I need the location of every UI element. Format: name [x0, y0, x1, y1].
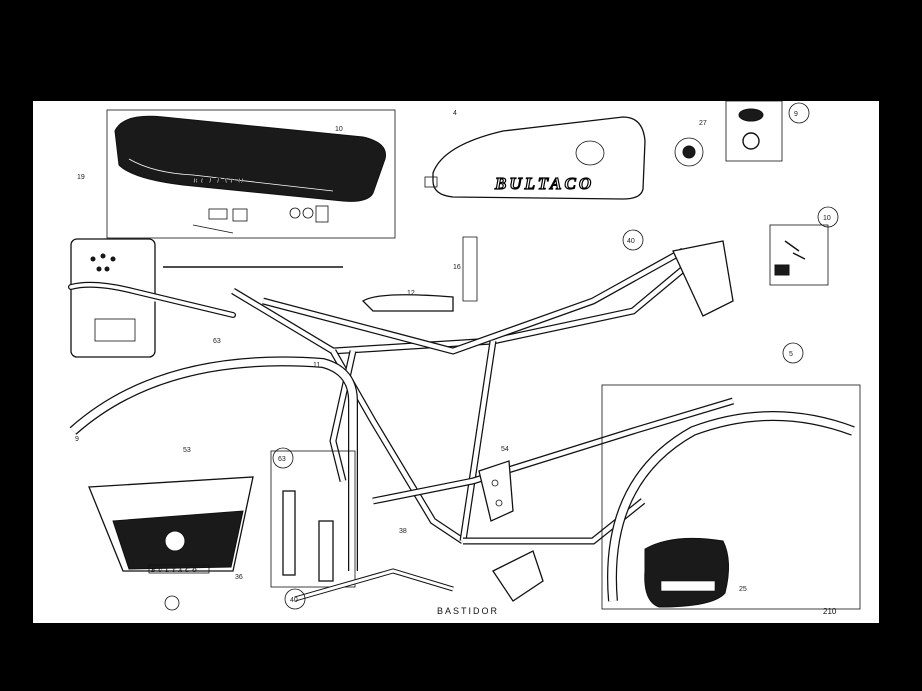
svg-text:27: 27: [699, 120, 707, 127]
svg-text:11: 11: [313, 362, 320, 369]
key-box: [769, 224, 829, 286]
engine-plate: [478, 460, 514, 522]
svg-text:19: 19: [77, 174, 85, 181]
page-number: 210: [823, 607, 837, 616]
svg-text:9: 9: [75, 436, 79, 443]
seat-hardware: [192, 205, 329, 234]
tool-group-box: [270, 450, 356, 588]
svg-text:36: 36: [235, 574, 243, 581]
fuel-tap: [462, 236, 478, 302]
svg-text:63: 63: [213, 338, 221, 345]
diagram-caption: BASTIDOR: [437, 606, 499, 616]
tank-cap-recess: [575, 140, 605, 166]
side-panel-brand-text: BULTACO: [150, 568, 200, 574]
cap-detail-box: [725, 101, 783, 162]
svg-text:25: 25: [739, 586, 747, 593]
frame-parts-drawing: BULTACO BULTACO: [68, 101, 861, 616]
exploded-parts-diagram: BULTACO BULTACO: [33, 101, 879, 623]
svg-text:4: 4: [453, 110, 457, 117]
svg-text:9: 9: [794, 111, 798, 118]
callouts: 9 10 40 5 63 40: [164, 102, 839, 611]
fuel-cap: [674, 137, 704, 167]
front-fender-box: [601, 384, 861, 610]
main-frame: [231, 247, 735, 545]
svg-text:12: 12: [407, 290, 415, 297]
tool-bag: [644, 537, 729, 608]
svg-text:53: 53: [183, 447, 191, 454]
seat-brand-text: BULTACO: [192, 177, 246, 185]
seat: [114, 115, 387, 202]
steering-head: [672, 240, 734, 317]
svg-text:10: 10: [823, 215, 831, 222]
tank-brand-text: BULTACO: [494, 174, 594, 193]
footrest: [492, 550, 544, 602]
fuel-tank: [432, 116, 646, 200]
grab-rail: [361, 294, 454, 312]
labels: 10 4 27 12 11 16 19 63 9 53 38 54 36 25: [75, 110, 747, 593]
svg-text:63: 63: [278, 456, 286, 463]
svg-text:38: 38: [399, 528, 407, 535]
svg-text:16: 16: [453, 264, 461, 271]
svg-text:40: 40: [290, 597, 298, 604]
svg-text:40: 40: [627, 238, 635, 245]
svg-text:10: 10: [335, 126, 343, 133]
svg-text:54: 54: [501, 446, 509, 453]
svg-text:5: 5: [789, 351, 793, 358]
seat-group-box: [106, 109, 396, 239]
